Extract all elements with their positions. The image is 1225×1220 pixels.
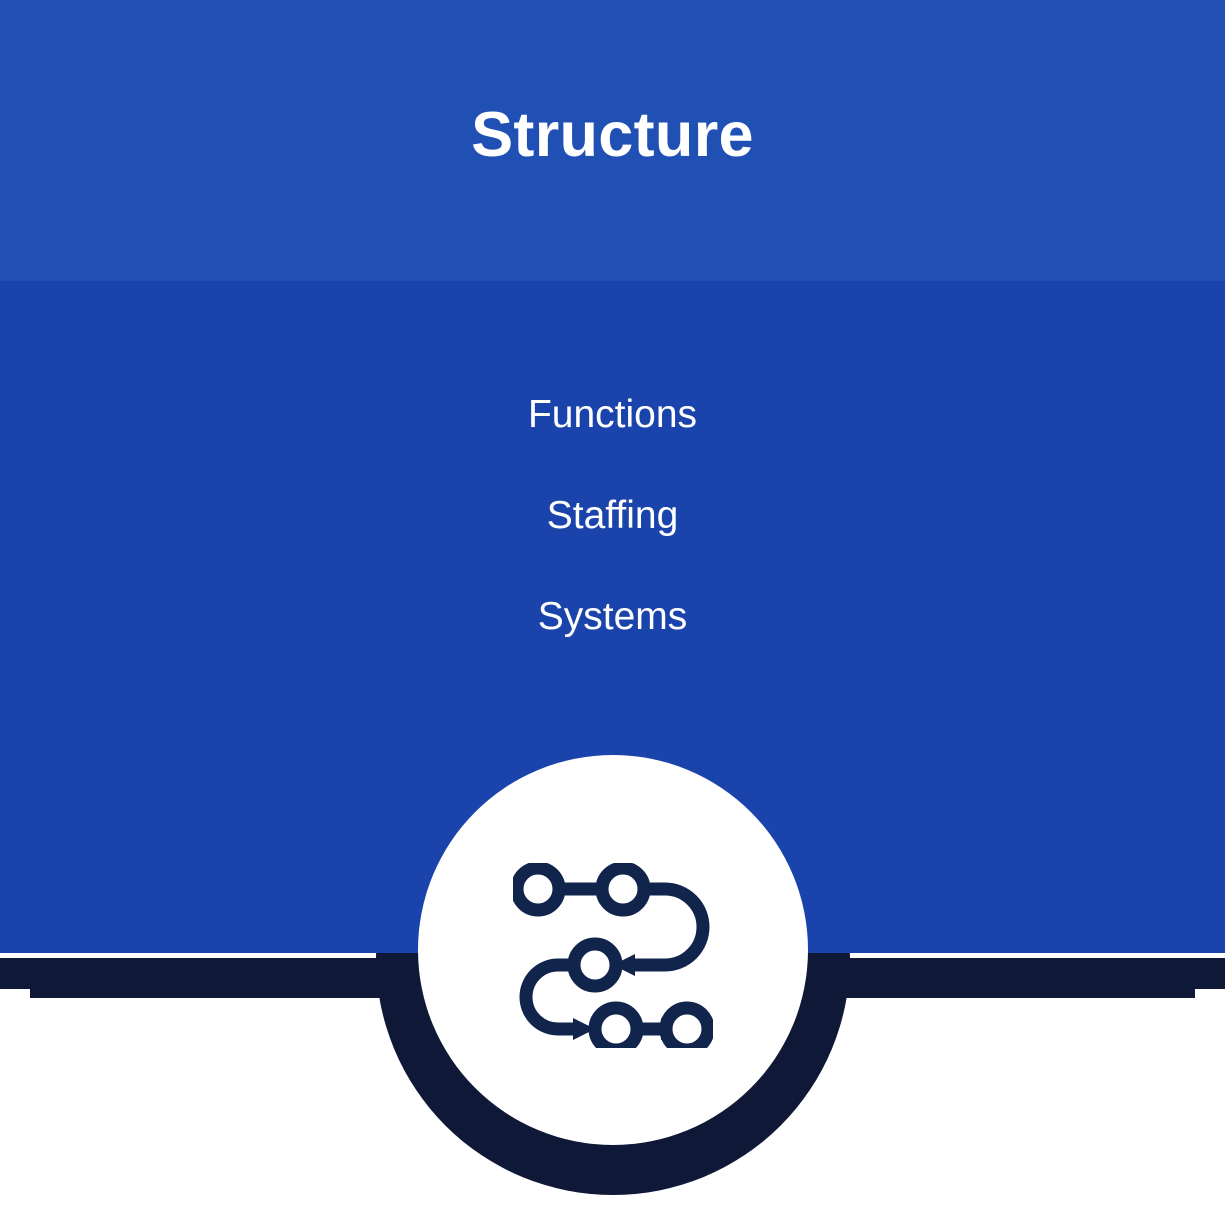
workflow-process-flow-icon	[513, 863, 713, 1048]
feature-list: Functions Staffing Systems	[0, 395, 1225, 636]
feature-item-staffing: Staffing	[546, 494, 679, 537]
icon-node-a	[513, 863, 566, 917]
icon-arrowhead-c-d	[573, 1018, 595, 1040]
icon-path-right-uturn	[626, 882, 710, 972]
feature-item-functions: Functions	[527, 393, 698, 436]
icon-node-d	[588, 1001, 644, 1048]
icon-path-left-uturn	[519, 958, 582, 1036]
icon-node-e	[659, 1001, 713, 1048]
icon-arrowhead-b-c	[613, 954, 635, 976]
icon-node-c	[567, 937, 623, 993]
card-header: Structure	[0, 0, 1225, 281]
icon-node-b	[595, 863, 651, 917]
navy-strip-notch-right	[1195, 989, 1225, 998]
badge-circle	[418, 755, 808, 1145]
page-title: Structure	[471, 100, 754, 170]
navy-strip-notch-left	[0, 989, 30, 998]
feature-item-systems: Systems	[537, 595, 688, 638]
